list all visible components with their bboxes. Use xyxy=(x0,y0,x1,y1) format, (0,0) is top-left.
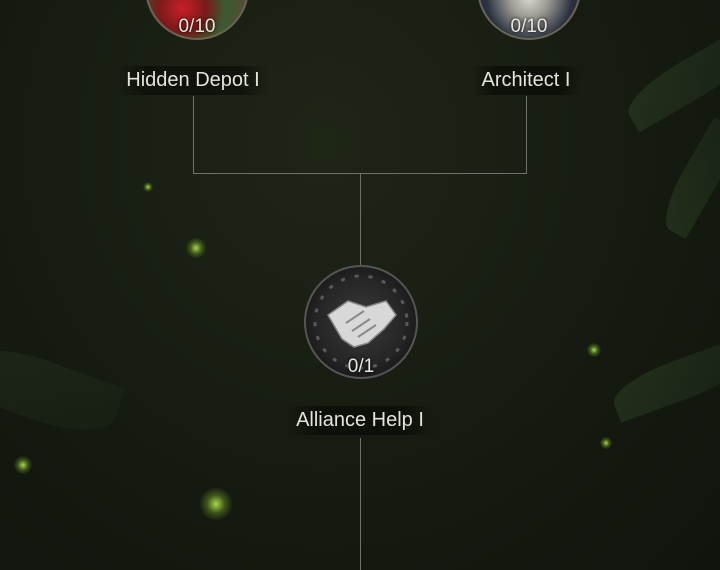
firefly xyxy=(186,238,206,258)
talent-progress: 0/10 xyxy=(178,16,216,37)
background-leaf xyxy=(0,334,126,446)
connector xyxy=(526,96,527,174)
talent-progress: 0/1 xyxy=(347,356,375,377)
talent-label: Hidden Depot I xyxy=(116,66,270,95)
firefly xyxy=(14,456,32,474)
talent-hidden-depot[interactable]: 0/10 xyxy=(145,0,249,40)
firefly xyxy=(587,343,601,357)
firefly xyxy=(600,437,612,449)
handshake-icon xyxy=(313,274,409,370)
connector xyxy=(360,438,361,570)
firefly xyxy=(200,488,232,520)
talent-progress: 0/10 xyxy=(510,16,548,37)
talent-alliance-help[interactable]: 0/1 xyxy=(304,265,418,379)
talent-architect[interactable]: 0/10 xyxy=(477,0,581,40)
firefly xyxy=(143,182,153,192)
talent-label: Alliance Help I xyxy=(286,406,434,435)
background-leaf xyxy=(654,117,720,239)
connector xyxy=(193,96,194,174)
background-leaf xyxy=(619,27,720,133)
connector xyxy=(360,173,361,266)
talent-label: Architect I xyxy=(471,66,581,95)
background-leaf xyxy=(607,337,720,423)
